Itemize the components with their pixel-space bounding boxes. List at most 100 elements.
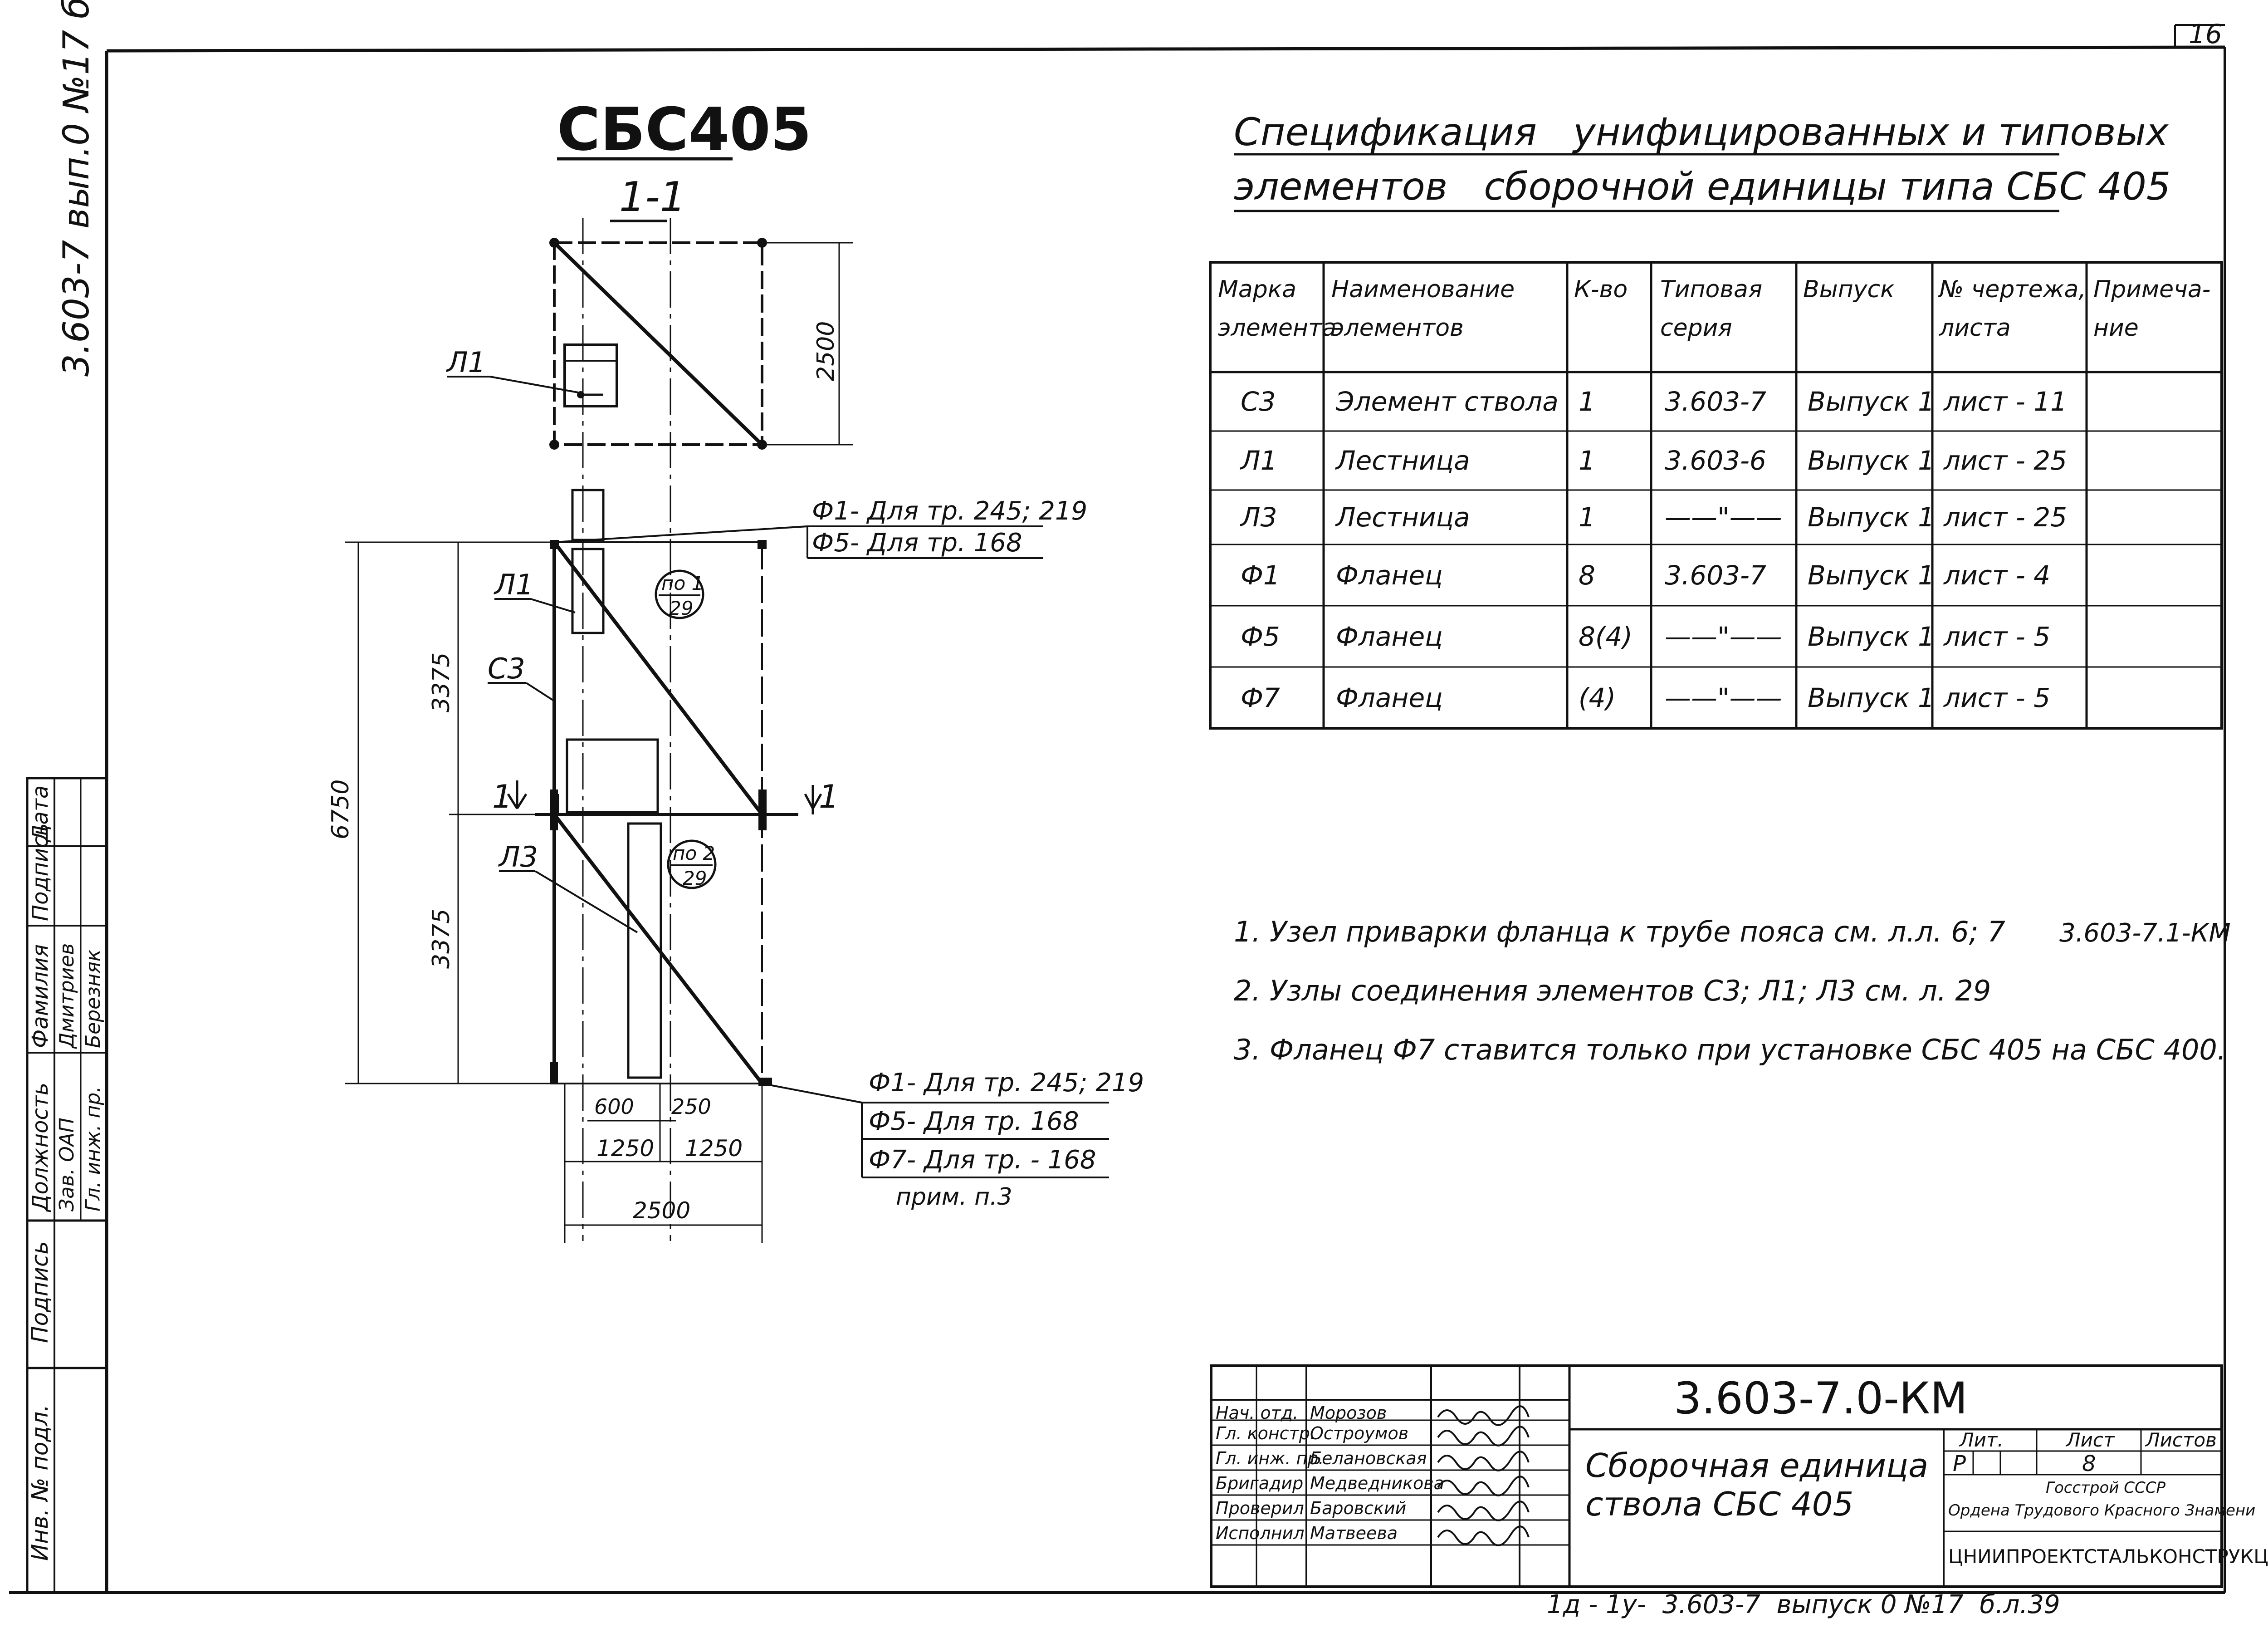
- dim-2500-top: 2500: [812, 321, 840, 381]
- spec-cell-r1-c2: 1: [1579, 445, 1595, 476]
- spec-cell-r5-c0: Ф7: [1241, 682, 1280, 713]
- dim-horizontal: [564, 1084, 763, 1243]
- spec-header-4-line1: Выпуск: [1803, 276, 1895, 303]
- spec-cell-r4-c1: Фланец: [1336, 621, 1443, 652]
- spec-cell-r1-c1: Лестница: [1335, 445, 1470, 476]
- spec-cell-r1-c3: 3.603-6: [1665, 445, 1766, 476]
- callout-c3: С3: [488, 652, 525, 685]
- signature-0: [1437, 1405, 1530, 1426]
- stamp-inv-number: Инв. № подл.: [27, 1404, 53, 1561]
- staff-name-1: Остроумов: [1310, 1423, 1408, 1443]
- staff-role-2: Гл. инж. пр.: [1216, 1448, 1324, 1468]
- spec-title-line1: Спецификация унифицированных и типовых: [1234, 110, 2169, 154]
- stamp-header-signature: Подпись: [28, 823, 53, 921]
- spec-cell-r5-c1: Фланец: [1336, 682, 1443, 713]
- spec-header-1-line2: элементов: [1331, 314, 1464, 342]
- dim-3375-lower: 3375: [428, 909, 455, 969]
- footer-stamp: 1д - 1у- 3.603-7 выпуск 0 №17 б.л.39: [1547, 1590, 2060, 1619]
- flange-note-bottom-f7: Ф7- Для тр. - 168: [869, 1145, 1096, 1175]
- dim-1250-left: 1250: [596, 1135, 654, 1162]
- org-line3: ЦНИИПРОЕКТСТАЛЬКОНСТРУКЦИЯ: [1948, 1545, 2268, 1568]
- stamp-position-1: Зав. ОАП: [55, 1118, 78, 1211]
- stamp-header-date: Дата: [28, 785, 53, 843]
- note-1-ref: 3.603-7.1-КМ: [2059, 918, 2231, 948]
- spec-header-0-line1: Марка: [1218, 276, 1296, 303]
- spec-cell-r0-c4: Выпуск 1: [1808, 386, 1935, 417]
- org-line1: Госстрой СССР: [2046, 1479, 2165, 1497]
- dim-top-width: [762, 242, 853, 446]
- spec-cell-r4-c4: Выпуск 1: [1808, 621, 1935, 652]
- spec-cell-r5-c5: лист - 5: [1943, 682, 2050, 713]
- callout-l1-plan: Л1: [446, 346, 486, 379]
- drawing-name-line2: ствола СБС 405: [1585, 1485, 1853, 1523]
- dim-6750-total: 6750: [327, 780, 354, 839]
- note-2: 2. Узлы соединения элементов С3; Л1; Л3 …: [1234, 974, 1991, 1007]
- spec-cell-r5-c4: Выпуск 1: [1808, 682, 1935, 713]
- sheet-label: Лист: [2065, 1429, 2115, 1451]
- drawing-title: СБС405: [557, 95, 811, 164]
- staff-name-3: Медведникова: [1310, 1473, 1444, 1493]
- staff-role-1: Гл. констр.: [1216, 1423, 1315, 1443]
- spec-cell-r2-c3: ——"——: [1665, 502, 1782, 533]
- sheet-value: 8: [2082, 1451, 2096, 1476]
- staff-name-0: Морозов: [1310, 1403, 1387, 1423]
- spec-cell-r3-c4: Выпуск 1: [1808, 560, 1935, 591]
- spec-cell-r1-c0: Л1: [1240, 445, 1277, 476]
- spec-header-6-line2: ние: [2093, 314, 2139, 342]
- plan-section: [549, 218, 767, 1241]
- staff-name-5: Матвеева: [1310, 1523, 1398, 1543]
- spec-header-0-line2: элемента: [1218, 314, 1336, 342]
- svg-text:по 1: по 1: [661, 572, 704, 594]
- spec-cell-r1-c4: Выпуск 1: [1808, 445, 1935, 476]
- sheets-label: Листов: [2145, 1429, 2217, 1451]
- staff-role-4: Проверил: [1216, 1498, 1304, 1518]
- spec-cell-r0-c1: Элемент ствола: [1335, 386, 1559, 417]
- spec-cell-r4-c3: ——"——: [1665, 621, 1782, 652]
- spec-cell-r0-c3: 3.603-7: [1665, 386, 1766, 417]
- stamp-position-2: Гл. инж. пр.: [82, 1086, 105, 1211]
- spec-cell-r3-c5: лист - 4: [1943, 560, 2050, 591]
- node-1-callout: по 1 29: [655, 569, 704, 619]
- spec-header-2-line1: К-во: [1574, 276, 1628, 303]
- dim-2500-bottom: 2500: [633, 1197, 690, 1224]
- spec-cell-r2-c4: Выпуск 1: [1808, 502, 1935, 533]
- lit-label: Лит.: [1959, 1429, 2004, 1451]
- callout-l1: Л1: [494, 568, 533, 601]
- spec-header-6-line1: Примеча-: [2093, 276, 2210, 303]
- signature-1: [1437, 1426, 1530, 1447]
- signature-3: [1437, 1476, 1530, 1496]
- spec-cell-r3-c2: 8: [1579, 560, 1595, 591]
- stamp-header-surname: Фамилия: [28, 944, 53, 1048]
- spec-cell-r4-c5: лист - 5: [1943, 621, 2050, 652]
- callout-l3: Л3: [498, 840, 538, 873]
- stamp-surname-2: Березняк: [82, 949, 105, 1048]
- spec-title-line2: элементов сборочной единицы типа СБС 405: [1234, 164, 2170, 209]
- flange-note-bottom-f1: Ф1- Для тр. 245; 219: [869, 1068, 1144, 1098]
- spec-header-5-line2: листа: [1939, 314, 2011, 342]
- dim-3375-upper: 3375: [428, 652, 455, 712]
- staff-name-4: Баровский: [1310, 1498, 1406, 1518]
- dim-1250-right: 1250: [685, 1135, 743, 1162]
- org-line2: Ордена Трудового Красного Знамени: [1948, 1501, 2255, 1520]
- spec-header-3-line2: серия: [1660, 314, 1732, 342]
- spec-cell-r0-c0: С3: [1241, 386, 1276, 417]
- spec-cell-r2-c5: лист - 25: [1943, 502, 2067, 533]
- svg-text:по 2: по 2: [673, 842, 715, 864]
- spec-header-1-line1: Наименование: [1331, 276, 1515, 303]
- lit-value: Р: [1953, 1451, 1966, 1476]
- spec-cell-r5-c2: (4): [1579, 682, 1616, 713]
- sheet-number: 16: [2189, 19, 2222, 49]
- flange-note-top-f1: Ф1- Для тр. 245; 219: [812, 496, 1087, 526]
- node-2-callout: по 2 29: [667, 839, 717, 889]
- spec-table: [1209, 261, 2223, 730]
- spec-cell-r5-c3: ——"——: [1665, 682, 1782, 713]
- spec-cell-r3-c0: Ф1: [1241, 560, 1280, 591]
- left-stamp: [26, 777, 108, 1594]
- signature-5: [1437, 1525, 1530, 1546]
- dim-250: 250: [671, 1094, 711, 1119]
- spec-header-3-line1: Типовая: [1660, 276, 1762, 303]
- flange-note-top-f5: Ф5- Для тр. 168: [812, 528, 1022, 558]
- side-stamp: 3.603-7 вып.0 №17 б.л.39: [56, 0, 97, 377]
